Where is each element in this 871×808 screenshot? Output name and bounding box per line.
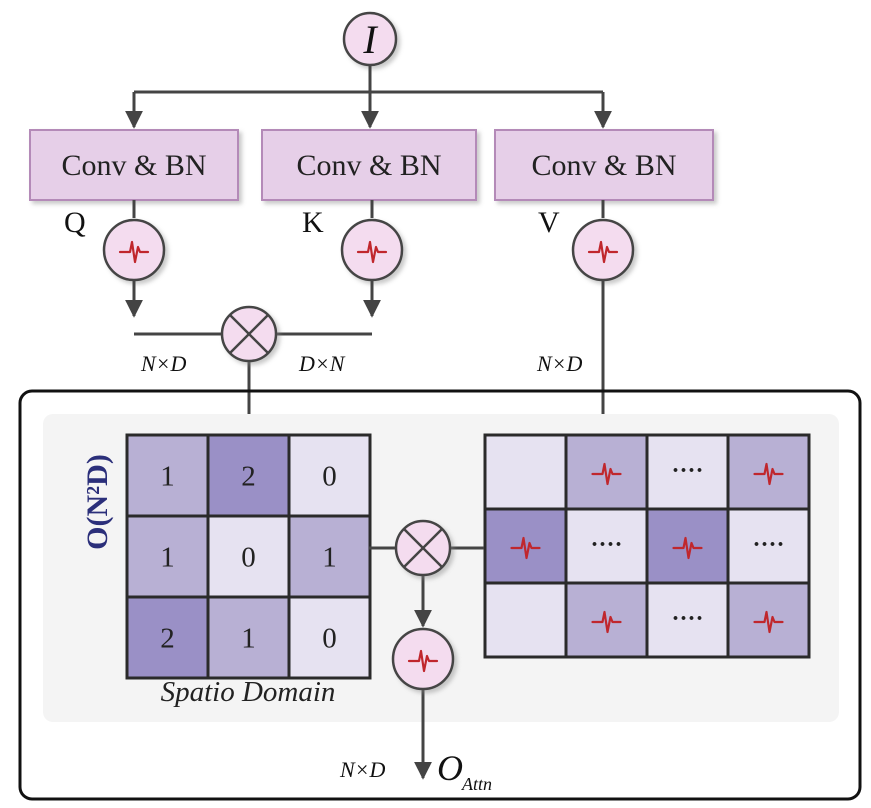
v-dim-label: N×D — [536, 351, 583, 376]
multiply-operator-icon — [229, 314, 269, 354]
value-cell — [483, 433, 568, 511]
attention-cell-value: 1 — [322, 542, 337, 574]
attention-cell-value: 0 — [241, 542, 256, 574]
value-cell — [564, 507, 649, 585]
attention-cell-value: 1 — [241, 623, 256, 655]
q-dim-label: N×D — [140, 351, 187, 376]
conv-bn-block-q: Conv & BN — [29, 129, 239, 201]
qk-to-multiply-lines — [125, 280, 612, 432]
attention-cell-value: 2 — [241, 461, 256, 493]
multiply-node-av — [394, 519, 452, 577]
attention-matrix-caption: Spatio Domain — [161, 676, 336, 708]
value-cell — [483, 581, 568, 659]
conv-bn-label: Conv & BN — [61, 149, 206, 182]
attention-cell — [206, 514, 291, 599]
attention-cell-value: 2 — [160, 623, 175, 655]
spike-node-v — [571, 218, 635, 282]
output-dim-label: N×D — [339, 757, 386, 782]
conv-bn-block-v: Conv & BN — [494, 129, 714, 201]
q-label: Q — [64, 206, 86, 239]
matrix-multiply-lines — [369, 546, 484, 780]
input-label: I — [362, 17, 378, 62]
attention-frame — [18, 389, 862, 801]
conv-bn-label: Conv & BN — [296, 149, 441, 182]
value-cell-dots: ···· — [671, 606, 703, 632]
spike-node-k — [340, 218, 404, 282]
output-label: O Attn — [437, 748, 492, 794]
attention-cell — [287, 433, 372, 518]
value-cell-dots: ···· — [590, 532, 622, 558]
conv-bn-block-k: Conv & BN — [261, 129, 477, 201]
attention-cell — [206, 433, 291, 518]
attention-matrix: 1 2 0 1 0 1 2 1 0 — [125, 433, 372, 680]
attention-cell — [125, 595, 210, 680]
complexity-label: O(N²D) — [81, 454, 114, 550]
spike-node-q — [102, 218, 166, 282]
conv-bn-label: Conv & BN — [531, 149, 676, 182]
value-cell-dots: ···· — [752, 532, 784, 558]
multiply-operator-icon — [403, 528, 443, 568]
output-label-sub: Attn — [461, 774, 492, 794]
input-node: I — [342, 11, 398, 67]
attention-cell-value: 1 — [160, 542, 175, 574]
value-cell-dots: ···· — [671, 458, 703, 484]
attention-cell-value: 0 — [322, 461, 337, 493]
spike-node-output — [391, 627, 455, 691]
conv-to-spike-lines — [132, 200, 605, 218]
output-label-main: O — [437, 748, 463, 788]
v-label: V — [538, 206, 560, 239]
input-connectors — [125, 65, 612, 129]
k-dim-label: D×N — [298, 351, 346, 376]
value-matrix: ···· ···· ···· ···· — [483, 433, 811, 659]
attention-cell — [287, 595, 372, 680]
k-label: K — [302, 206, 324, 239]
attention-cell-value: 0 — [322, 623, 337, 655]
attention-cell — [287, 514, 372, 599]
attention-cell-value: 1 — [160, 461, 175, 493]
multiply-node-qk — [220, 305, 278, 363]
attention-cell — [206, 595, 291, 680]
